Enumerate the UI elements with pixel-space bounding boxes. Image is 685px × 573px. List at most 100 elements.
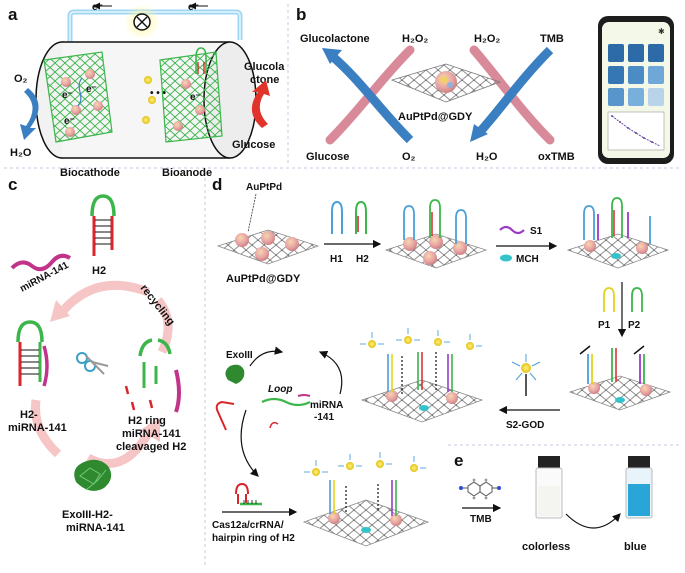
d-cas-label-1: Cas12a/crRNA/ [212,520,284,531]
electron-label-right: e⁻ [188,2,199,13]
b-left-blue-arrow [329,52,414,144]
c-cycle-arc-left [30,399,62,458]
d-s1-strand [499,225,525,235]
b-h2o2-left: H₂O₂ [402,33,428,45]
c-h2-label: H2 [92,265,106,277]
d-sheet-1 [216,229,320,265]
e-colorless-label: colorless [522,541,570,553]
d-sheet-4 [568,345,672,411]
d-h1-hairpin-icon [331,200,343,234]
d-s2-god-icon [511,354,541,396]
biocathode-label: Biocathode [60,167,120,179]
d-mch-label: MCH [516,254,539,265]
d-loop-arrow-down [240,409,259,477]
b-catalyst-sheet [390,63,502,103]
c-h2-mirna-label-1: H2- [20,409,38,421]
d-red-hairpin-icon [215,400,235,431]
d-cas-label-2: hairpin ring of H2 [212,533,295,544]
bioanode-label: Bioanode [162,167,212,179]
anode-electron: e⁻ [190,92,201,103]
d-sheet-5 [360,328,484,423]
e-tmb-molecule-icon [459,478,501,500]
anode-glucolactone-1: Glucola [244,61,285,73]
c-ring-label-1: H2 ring [128,415,166,427]
panel-dividers [4,4,681,565]
e-tmb-label: TMB [470,514,492,525]
anode-glucose: Glucose [232,139,275,151]
c-complex-label-2: miRNA-141 [66,522,125,534]
panel-d: d AuPtPd AuPtPd@GDY H1 H2 [212,175,672,547]
d-loop-arrow-top [249,346,284,367]
c-ring-label-3: cleavaged H2 [116,441,186,453]
c-cycle-arc-top [58,280,150,315]
d-s1-label: S1 [530,226,543,237]
panel-d-letter: d [212,175,222,194]
b-o2: O₂ [402,151,416,163]
b-h2o2-right: H₂O₂ [474,33,500,45]
d-p1-hairpin-icon [603,287,615,312]
panel-b-letter: b [296,5,306,24]
d-loop-label: Loop [268,384,292,395]
c-exoiii-complex [74,459,112,491]
panel-a: a e⁻ e⁻ e⁻ e⁻ e⁻ [8,2,285,179]
d-p1-label: P1 [598,320,611,331]
b-right-blue-arrow [470,124,488,142]
d-exoiii-icon [225,364,245,384]
d-sheet-2 [384,199,488,269]
c-h2-mirna-label-2: miRNA-141 [8,422,67,434]
d-h1-label: H1 [330,254,343,265]
d-loop-arrow-right [318,350,343,395]
e-vial-colorless [535,456,563,519]
c-recycling-label: recycling [138,282,177,327]
panel-e-letter: e [454,451,463,470]
d-mirna-label-1: miRNA [310,400,343,411]
biocathode-electrode: e⁻ e⁻ e⁻ [43,51,113,143]
b-oxtmb: oxTMB [538,151,575,163]
panel-c-letter: c [8,175,17,194]
b-tmb: TMB [540,33,564,45]
d-p2-label: P2 [628,320,641,331]
d-sheet-3 [566,197,670,269]
d-auptpd-label: AuPtPd [246,182,282,193]
d-mch-icon [500,254,512,262]
panel-b: b Glucolactone H₂O₂ H₂O₂ TMB AuPtPd@GDY … [296,5,674,164]
d-exoiii-label: ExoIII [226,350,253,361]
panel-a-letter: a [8,5,18,24]
cathode-o2: O₂ [14,73,28,85]
anode-glucolactone-2: ctone [250,74,279,86]
anode-dots: • • • [150,88,167,99]
electron-label-left: e⁻ [92,2,103,13]
cathode-blue-arrow [20,88,39,140]
d-cas12a-icon [235,482,262,506]
b-glucolactone: Glucolactone [300,33,370,45]
d-sheet-6 [302,452,430,547]
anode-hairpin-icon [195,47,207,74]
d-fragment-green [261,397,311,407]
e-blue-label: blue [624,541,647,553]
c-h2-hairpin [90,194,116,256]
c-ring-label-2: miRNA-141 [122,428,181,440]
c-cycle-arc-right [154,297,173,354]
bluetooth-icon: ✱ [658,27,665,36]
cathode-h2o: H₂O [10,147,32,159]
d-h2-label: H2 [356,254,369,265]
cathode-electron-3: e⁻ [64,116,75,127]
c-mirna-strand [10,253,72,272]
panel-e: e TMB colorless blue [454,451,653,553]
d-auptpd-gdy-label: AuPtPd@GDY [226,273,301,285]
d-h2-hairpin-icon [355,200,367,234]
panel-c: c H2 miRNA-141 recycling [8,175,186,534]
c-complex-label-1: ExoIII-H2- [62,509,113,521]
d-s2-god-label: S2-GOD [506,420,544,431]
bulb-cross-icon [136,16,148,28]
d-p2-hairpin-icon [631,287,643,312]
scissors-icon [76,352,109,375]
c-cleaved-fragments [124,338,181,413]
cathode-electron-2: e⁻ [86,84,97,95]
c-h2-mirna-duplex [16,320,49,387]
b-glucose: Glucose [306,151,349,163]
anode-red-arrow [251,80,270,128]
e-curved-arrow [565,513,621,529]
